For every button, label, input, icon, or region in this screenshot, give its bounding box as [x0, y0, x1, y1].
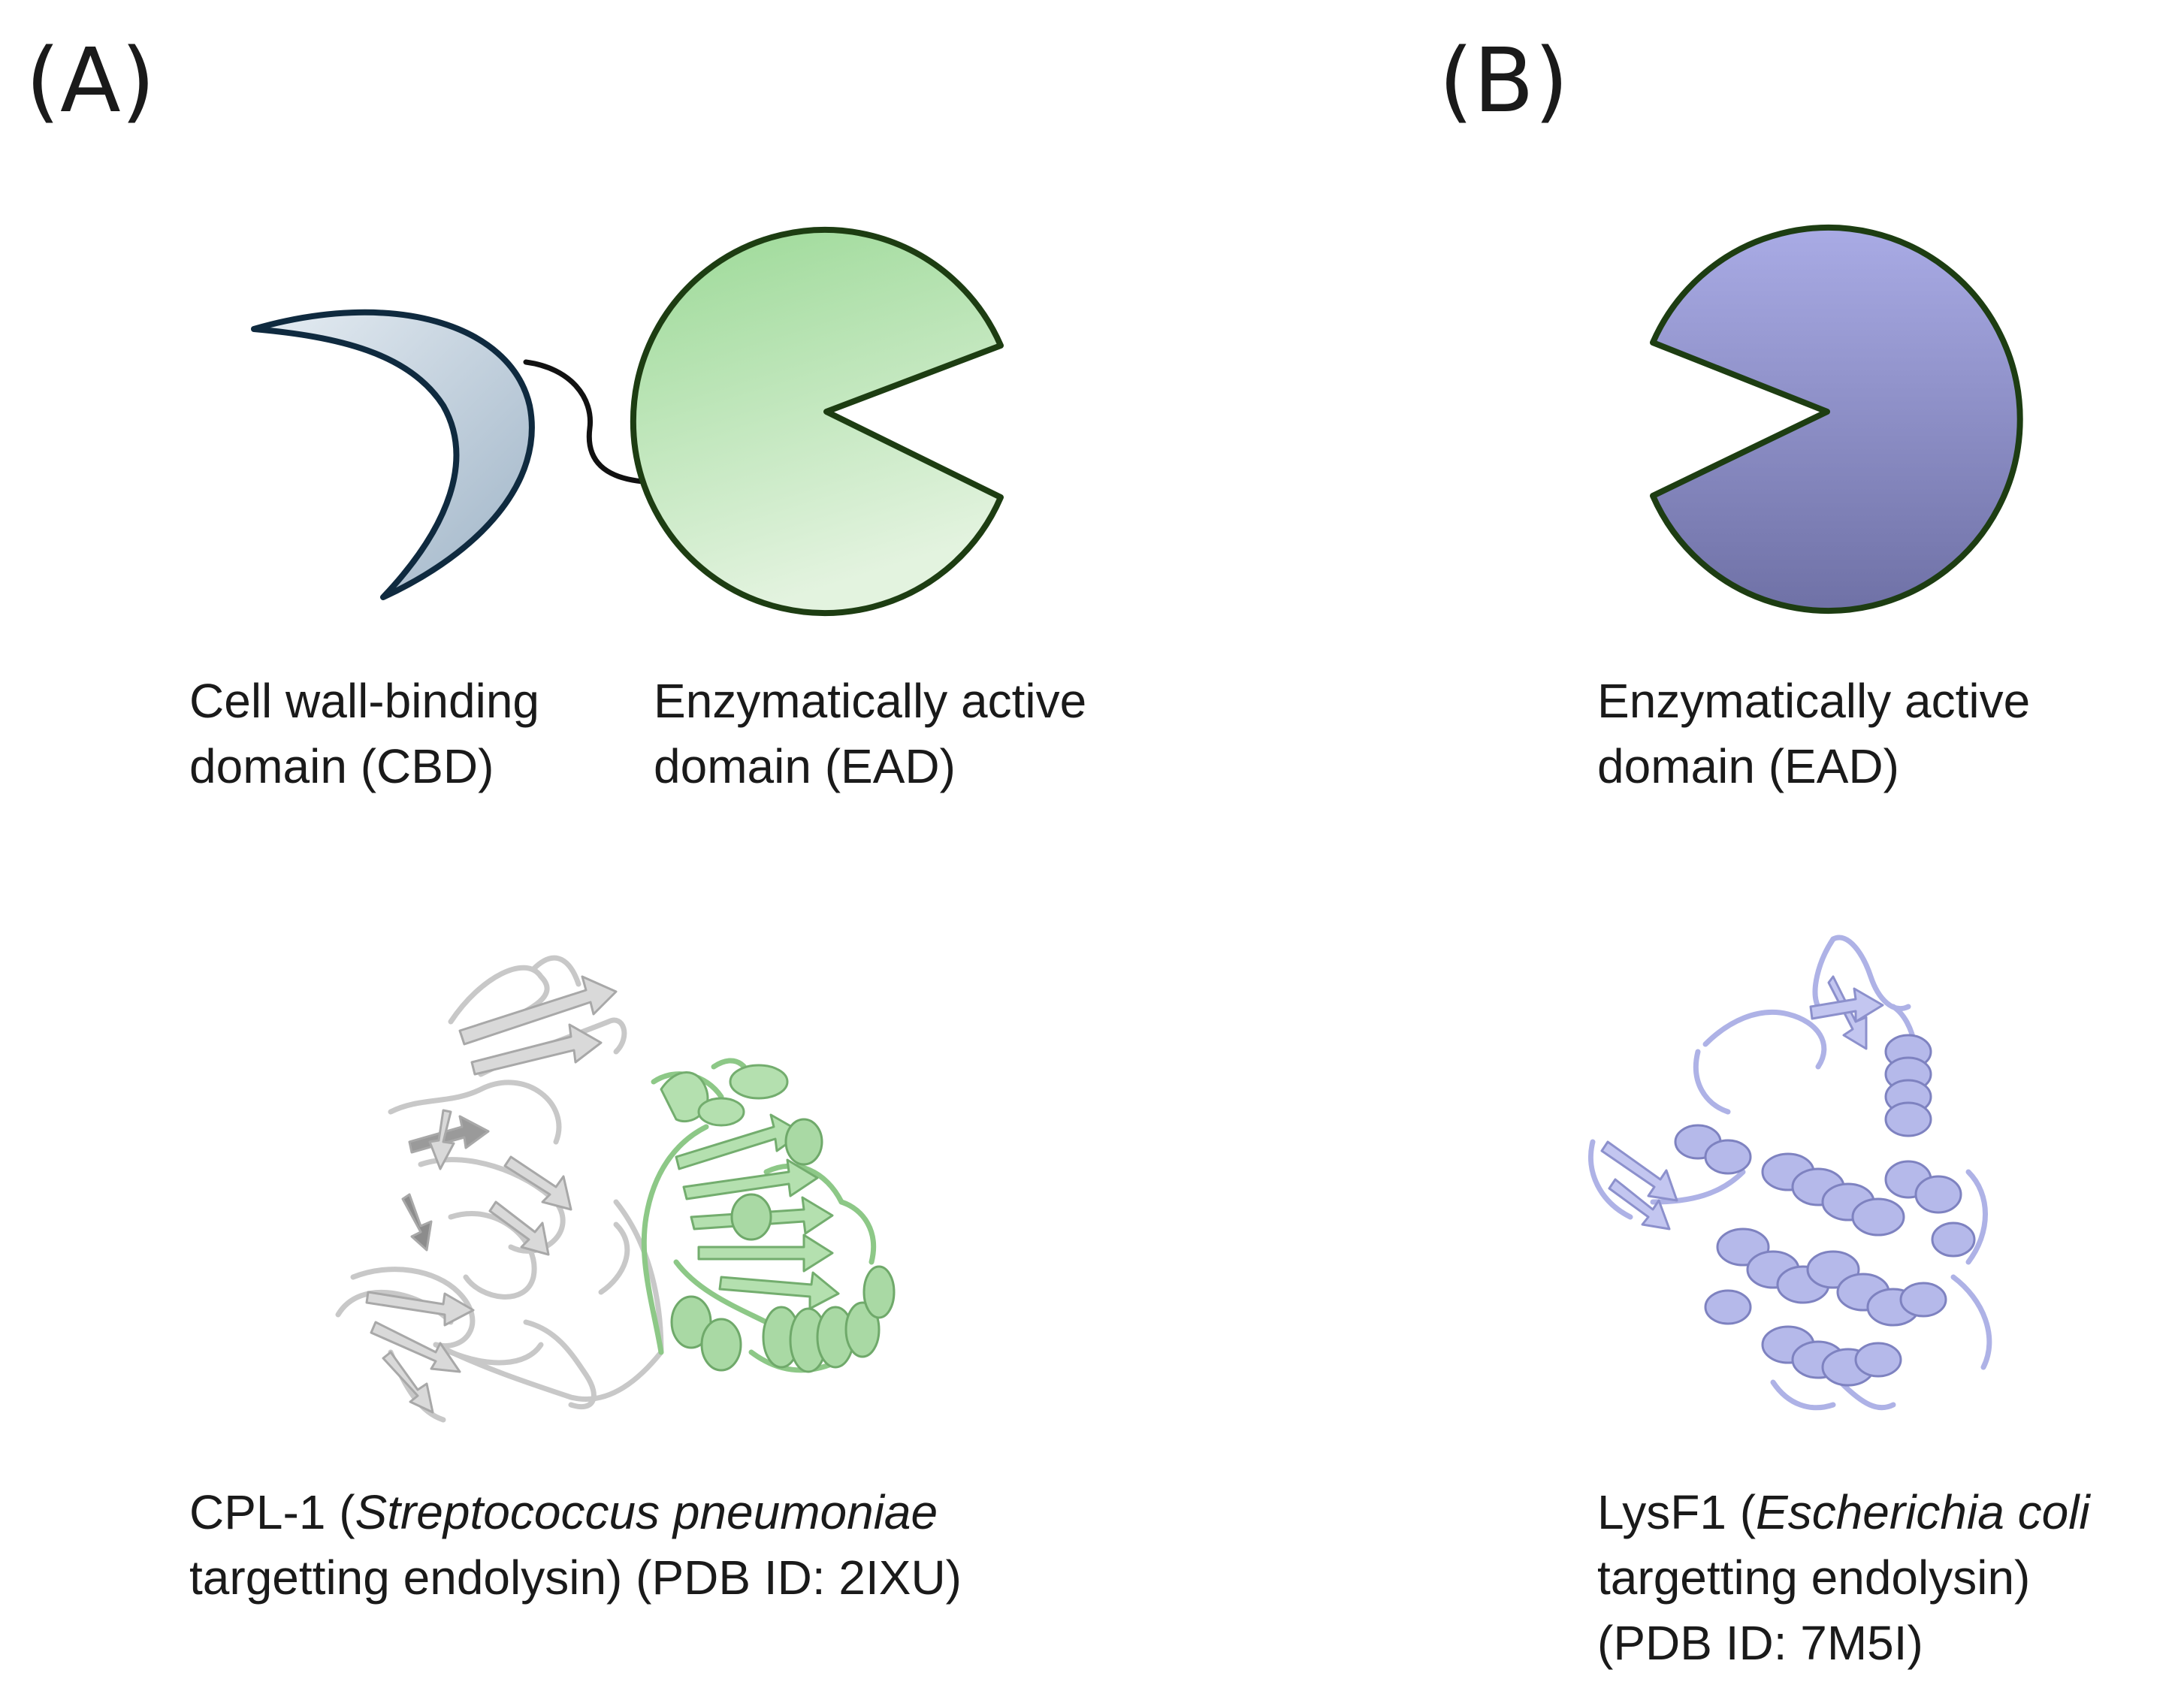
panel-a-label: (A) — [26, 29, 156, 132]
ead-label-b-line2: domain (EAD) — [1597, 739, 1899, 794]
cbd-label-line1: Cell wall-binding — [189, 674, 539, 728]
cbd-crescent-shape — [251, 309, 535, 600]
ead-pacman-shape-a — [630, 227, 1004, 616]
cpl1-caption-prefix: CPL-1 ( — [189, 1485, 355, 1539]
cpl1-caption-line2: targetting endolysin) (PDB ID: 2IXU) — [189, 1551, 962, 1605]
lysf1-caption-line2: targetting endolysin) — [1597, 1551, 2031, 1605]
lysf1-caption-line3: (PDB ID: 7M5I) — [1597, 1616, 1923, 1671]
cpl1-caption: CPL-1 (Streptococcus pneumoniae targetti… — [189, 1480, 962, 1611]
ead-label-b-line1: Enzymatically active — [1597, 674, 2031, 728]
lysf1-strands — [1600, 975, 1884, 1231]
lysf1-helices — [1674, 1034, 1976, 1387]
lysf1-caption-organism: Escherichia coli — [1756, 1485, 2090, 1539]
ead-label-b: Enzymatically active domain (EAD) — [1597, 669, 2030, 799]
cpl1-cbd-region — [335, 955, 664, 1423]
linker-line — [523, 359, 658, 485]
lysf1-caption: LysF1 (Escherichia coli targetting endol… — [1597, 1480, 2090, 1676]
cbd-label-line2: domain (CBD) — [189, 739, 494, 794]
cpl1-caption-organism: Streptococcus pneumoniae — [355, 1485, 938, 1539]
lysf1-caption-prefix: LysF1 ( — [1597, 1485, 1756, 1539]
cpl1-ead-region — [641, 1058, 877, 1373]
lysf1-structure-image — [1587, 935, 1992, 1411]
cpl1-ead-helices — [670, 1118, 896, 1373]
lysf1-caption-line1: LysF1 (Escherichia coli — [1597, 1480, 2090, 1545]
panel-b-label: (B) — [1439, 29, 1569, 132]
cpl1-caption-line1: CPL-1 (Streptococcus pneumoniae — [189, 1480, 962, 1545]
ead-pacman-shape-b — [1650, 225, 2023, 614]
cpl1-structure-image — [335, 955, 896, 1423]
ead-label-a: Enzymatically active domain (EAD) — [654, 669, 1086, 799]
cbd-label: Cell wall-binding domain (CBD) — [189, 669, 539, 799]
cpl1-ead-strands — [660, 1064, 840, 1310]
cpl1-cbd-strands — [365, 975, 618, 1414]
ead-label-a-line1: Enzymatically active — [654, 674, 1087, 728]
ead-label-a-line2: domain (EAD) — [654, 739, 956, 794]
